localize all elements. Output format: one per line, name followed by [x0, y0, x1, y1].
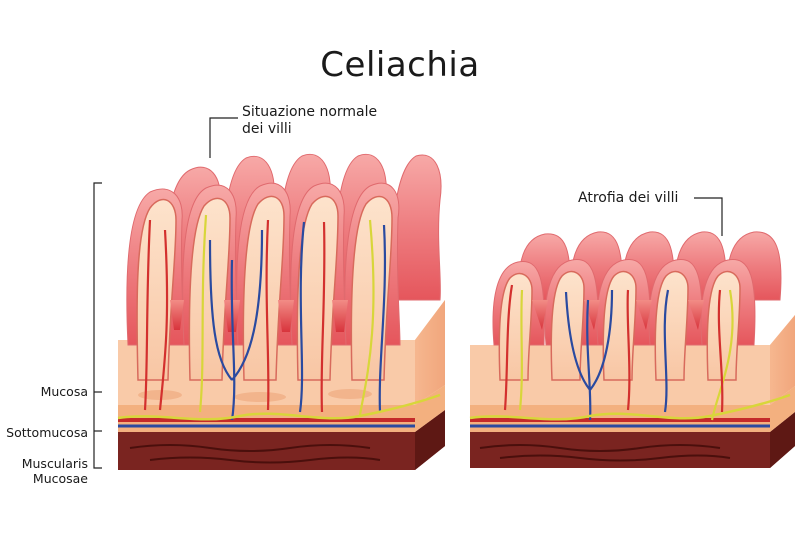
mucosa-label: Mucosa: [40, 384, 88, 399]
submucosa-label: Sottomucosa: [6, 425, 88, 440]
normal-villi-block: [117, 153, 445, 470]
normal-villi-label-line2: dei villi: [242, 121, 292, 137]
muscularis-label-line2: Mucosae: [32, 471, 88, 486]
atrophy-villi-block: [469, 231, 795, 468]
normal-villi-label-line1: Situazione normale: [242, 104, 378, 120]
diagram-title: Celiachia: [320, 44, 480, 85]
normal-villi-callout: [209, 117, 238, 158]
normal-villi-label: Situazione normale dei villi: [242, 104, 377, 138]
muscularis-layer: [118, 410, 445, 470]
muscularis-label-line1: Muscularis: [21, 456, 88, 471]
muscularis-layer-right: [470, 412, 795, 468]
atrophy-callout: [694, 197, 723, 236]
layer-bracket: [93, 182, 102, 469]
atrophy-villi-label: Atrofia dei villi: [578, 190, 679, 206]
muscularis-label: Muscularis Mucosae: [22, 456, 88, 486]
